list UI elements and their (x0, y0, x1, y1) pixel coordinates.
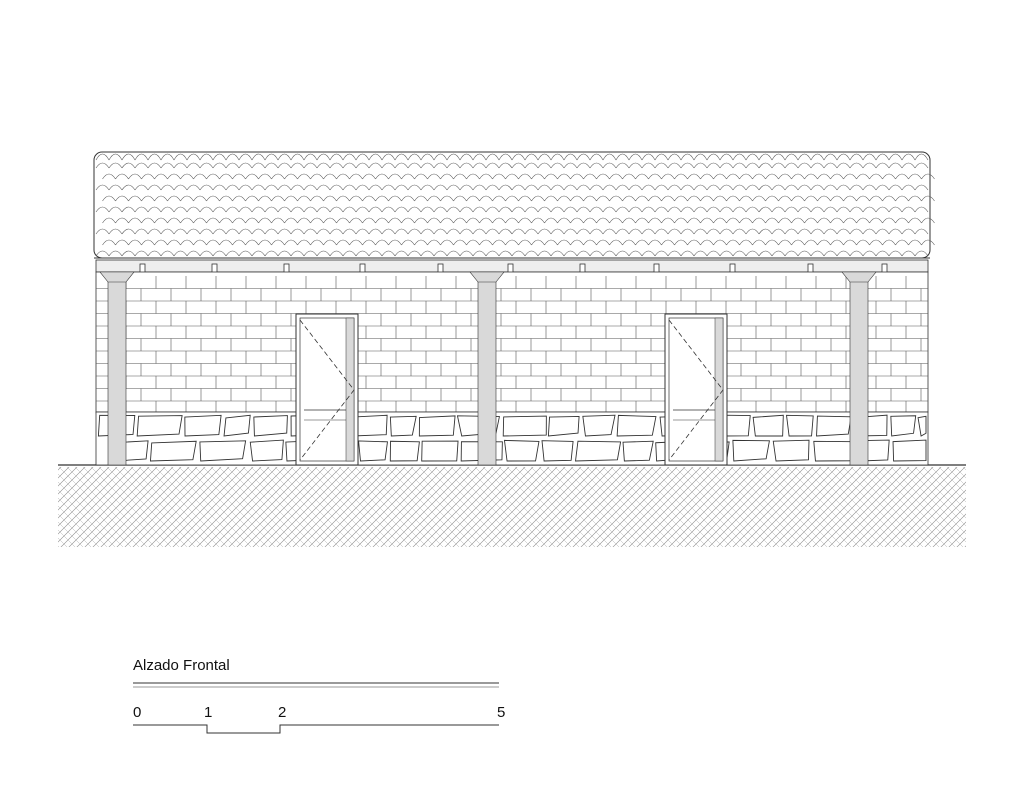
stone (622, 440, 654, 462)
stone (816, 415, 852, 437)
title-block: Alzado Frontal 0 1 2 5 (133, 657, 505, 734)
stone (786, 414, 814, 437)
door-swing-indicator (299, 319, 355, 461)
stone (502, 415, 547, 437)
tile-row (102, 195, 935, 202)
scale-tick-label-0: 0 (133, 704, 141, 721)
tile-row (102, 217, 935, 224)
stone (389, 440, 420, 462)
ground-hatch (58, 467, 966, 547)
wall-outline (95, 271, 929, 413)
column-shaft (107, 271, 127, 466)
column (469, 271, 505, 466)
stone (421, 440, 459, 462)
stone (136, 415, 183, 437)
stone (752, 414, 784, 437)
columns (99, 271, 877, 466)
stone (253, 415, 288, 437)
tile-row (95, 162, 929, 169)
tile-row (102, 239, 935, 246)
joist-ends (139, 263, 888, 274)
door (295, 313, 359, 466)
stone (223, 414, 251, 437)
column-capital (841, 271, 877, 283)
tile-row (102, 173, 935, 180)
stone (358, 440, 388, 462)
brick-wall (95, 271, 929, 414)
tile-row (95, 228, 929, 235)
scale-bar: 0 1 2 5 (133, 704, 505, 734)
stone (389, 415, 417, 437)
stone (890, 415, 917, 437)
scale-tick-label-2: 2 (278, 704, 286, 721)
stone (892, 439, 927, 462)
stone (503, 439, 540, 462)
stone (582, 414, 616, 437)
stone (184, 414, 222, 437)
column-capital (99, 271, 135, 283)
roof-tiles (95, 153, 935, 257)
stone (149, 440, 197, 462)
scale-tick-label-1: 1 (204, 704, 212, 721)
scale-tick-label-5: 5 (497, 704, 505, 721)
stone (199, 440, 247, 462)
column (841, 271, 877, 466)
column-shaft (477, 271, 497, 466)
stone (813, 440, 855, 462)
column-capital (469, 271, 505, 283)
door (664, 313, 728, 466)
drawing-title: Alzado Frontal (133, 657, 230, 674)
tile-row (95, 250, 929, 257)
stone (616, 414, 657, 437)
stone (249, 439, 284, 462)
tile-row (95, 206, 929, 213)
stone (541, 440, 574, 462)
door-jamb (714, 317, 724, 462)
roof-beam (95, 259, 929, 274)
stone (732, 439, 770, 462)
stone (917, 415, 927, 437)
column-shaft (849, 271, 869, 466)
tile-row (95, 184, 929, 191)
stone (547, 416, 580, 437)
tile-roof (93, 151, 935, 259)
ground (58, 464, 966, 547)
stone (575, 440, 622, 462)
stone (772, 439, 810, 462)
column (99, 271, 135, 466)
door-swing-indicator (668, 319, 724, 461)
stone-plinth (95, 411, 929, 466)
stone (418, 415, 456, 437)
stones (97, 414, 927, 462)
doors (295, 313, 728, 466)
door-jamb (345, 317, 355, 462)
scale-bar-line (133, 724, 499, 734)
tile-row (95, 153, 929, 161)
